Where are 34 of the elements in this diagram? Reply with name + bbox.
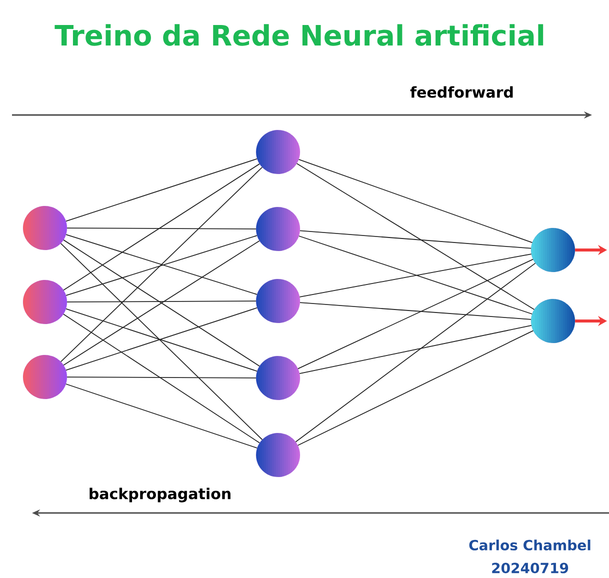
connection-line	[60, 242, 263, 440]
neuron-circle	[256, 130, 300, 174]
neuron-circle	[22, 354, 68, 400]
connection-line	[65, 384, 258, 448]
connection-line	[297, 330, 534, 446]
neuron-circle	[22, 280, 68, 324]
connection-line	[299, 325, 532, 374]
neuron-circle	[256, 206, 300, 252]
connection-line	[66, 300, 256, 302]
connection-line	[299, 254, 532, 298]
connection-line	[296, 163, 535, 310]
connection-line	[298, 258, 534, 370]
neuron-circle	[530, 228, 576, 272]
date-text: 20240719	[492, 562, 568, 574]
connection-line	[300, 302, 532, 320]
connection-line	[66, 376, 256, 378]
neuron-circle	[530, 298, 576, 344]
neuron-circle	[256, 356, 300, 400]
connection-line	[66, 228, 256, 230]
connection-line	[298, 158, 533, 244]
direction-label: backpropagation	[90, 488, 230, 502]
author-name: Carlos Chambel	[469, 540, 590, 550]
connection-line	[60, 166, 263, 362]
title: Treino da Rede Neural artificial	[54, 24, 544, 46]
connection-line	[300, 230, 532, 249]
direction-label: feedforward	[410, 86, 513, 98]
neuron-circle	[22, 206, 68, 250]
connection-line	[63, 163, 260, 291]
connection-line	[66, 158, 258, 222]
connection-line	[62, 314, 260, 444]
connection-line	[295, 262, 536, 442]
connection-line	[298, 236, 533, 314]
neuron-circle	[256, 432, 300, 478]
neuron-circle	[256, 278, 300, 324]
